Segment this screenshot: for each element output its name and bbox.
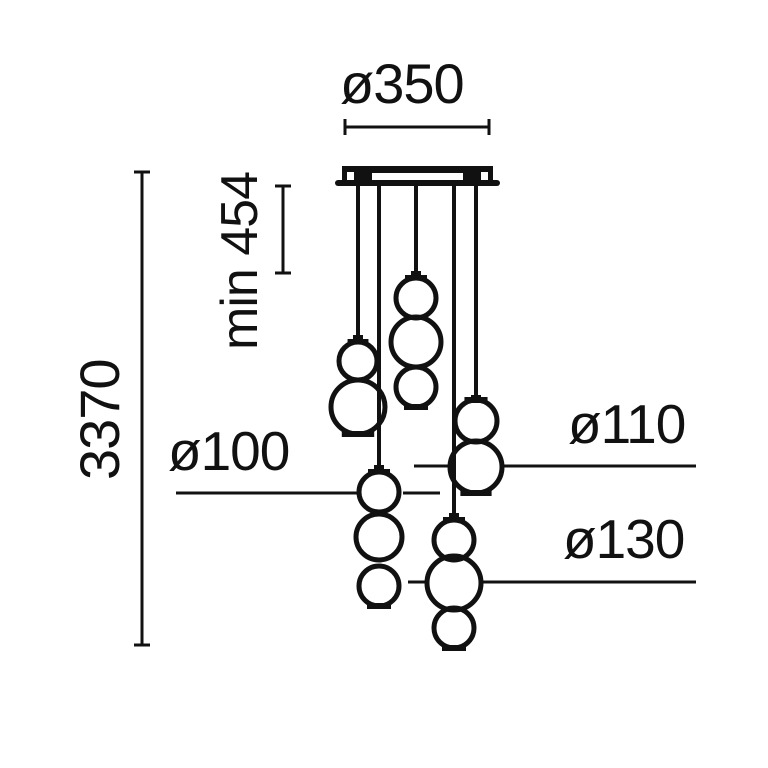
pendant-2	[353, 184, 405, 609]
glass-sphere	[356, 469, 402, 515]
pendant-5	[447, 184, 505, 496]
ceiling-canopy	[335, 166, 500, 186]
min-drop-dimension-line	[275, 184, 291, 275]
glass-sphere	[452, 397, 500, 445]
total-height-label: 3370	[68, 359, 131, 480]
diameter-100-label: ø100	[168, 420, 290, 482]
glass-sphere	[431, 605, 477, 651]
diameter-130-label: ø130	[563, 508, 685, 570]
glass-sphere	[424, 553, 484, 613]
pendant-4	[424, 184, 484, 651]
diameter-110-label: ø110	[568, 393, 686, 455]
pendant-1	[328, 184, 388, 437]
glass-sphere	[393, 364, 439, 410]
canopy-width-dimension-line	[343, 119, 491, 135]
total-height-dimension-line	[134, 170, 150, 647]
glass-sphere	[336, 339, 380, 383]
min-drop-label: min 454	[211, 172, 269, 350]
glass-sphere	[328, 377, 388, 437]
glass-sphere	[393, 275, 439, 321]
glass-sphere	[447, 438, 505, 496]
glass-sphere	[356, 563, 402, 609]
glass-sphere	[353, 511, 405, 563]
pendant-3	[388, 184, 444, 410]
pendants	[328, 184, 505, 651]
canopy-diameter-label: ø350	[340, 52, 465, 115]
glass-sphere	[388, 314, 444, 370]
